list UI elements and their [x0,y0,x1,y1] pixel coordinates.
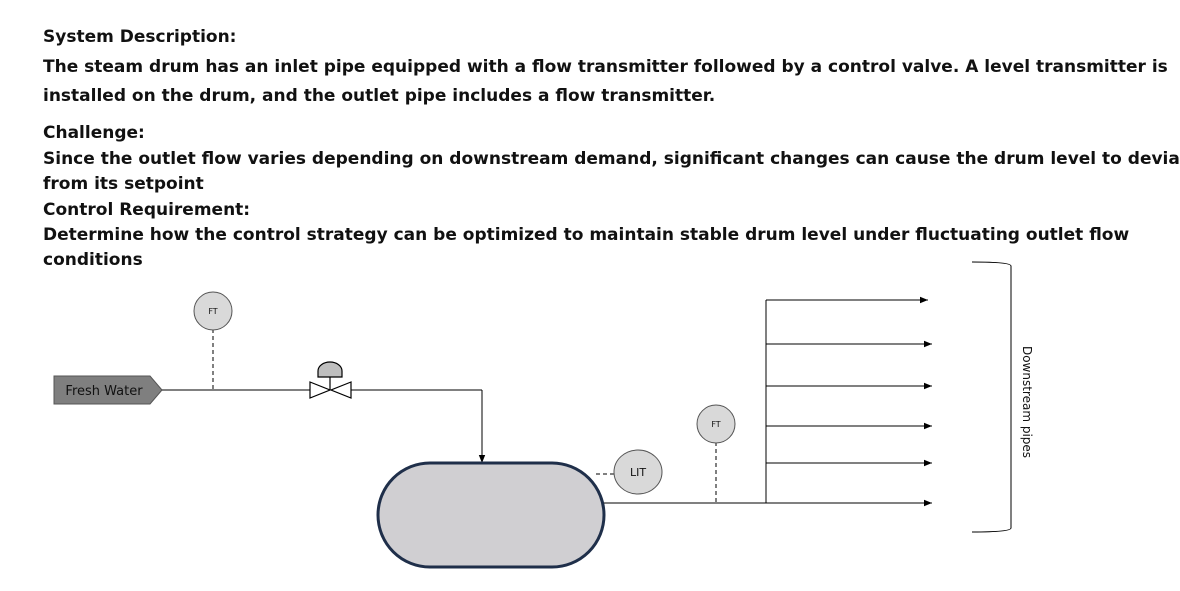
system-description-line-1: The steam drum has an inlet pipe equippe… [43,57,1168,77]
control-valve [309,361,352,399]
challenge-heading: Challenge: [43,123,145,143]
inlet-ft-label: FT [208,307,217,316]
downstream-bracket [971,261,1012,533]
downstream-branches [765,296,932,503]
challenge-line-2: from its setpoint [43,174,204,194]
control-requirement-line-1: Determine how the control strategy can b… [43,225,1130,245]
system-description-heading: System Description: [43,27,237,47]
challenge-line-1: Since the outlet flow varies depending o… [43,149,1180,169]
inlet-flow-transmitter: FT [193,291,233,390]
steam-drum [376,461,606,569]
downstream-pipes-label: Downstream pipes [1020,346,1034,458]
lit-label: LIT [630,466,646,479]
control-requirement-heading: Control Requirement: [43,200,251,220]
control-requirement-line-2: conditions [43,250,143,270]
system-description-line-2: installed on the drum, and the outlet pi… [43,86,716,106]
fresh-water-source: Fresh Water [53,375,163,405]
outlet-flow-transmitter: FT [696,404,736,503]
valve-actuator [317,361,343,378]
level-transmitter: LIT [596,449,663,495]
outlet-ft-label: FT [711,420,720,429]
fresh-water-label: Fresh Water [65,384,143,399]
inlet-pipe [162,389,486,463]
